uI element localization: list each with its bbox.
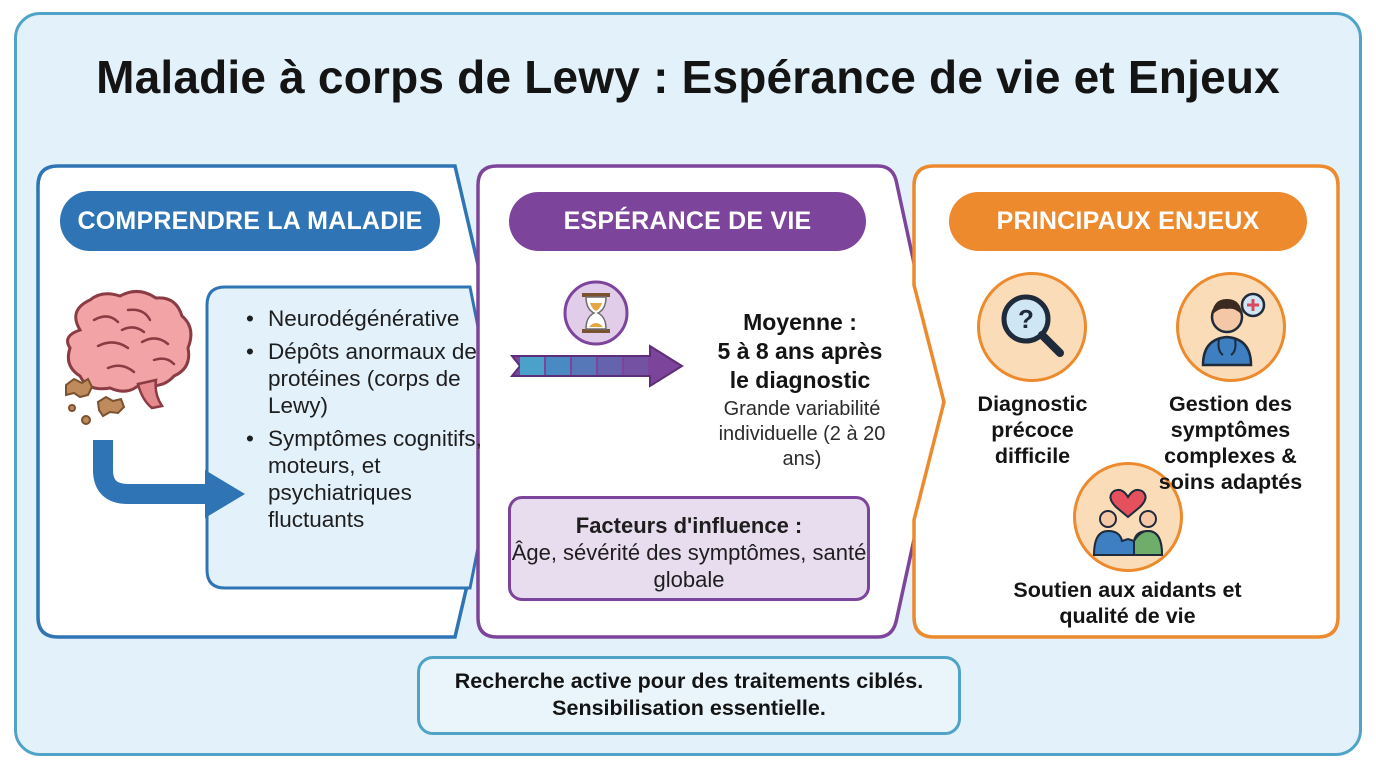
page-title: Maladie à corps de Lewy : Espérance de v…	[96, 51, 1280, 103]
caregivers-heart-icon	[1092, 488, 1164, 556]
heading-understanding: COMPRENDRE LA MALADIE	[60, 191, 440, 251]
research-callout: Recherche active pour des traitements ci…	[417, 656, 961, 735]
brain-icon	[66, 290, 193, 410]
svg-text:?: ?	[1018, 304, 1034, 334]
research-line-1: Recherche active pour des traitements ci…	[454, 669, 924, 693]
protein-deposit-icon	[65, 377, 126, 425]
bullet-item: Neurodégénérative	[246, 305, 486, 332]
variability-text: Grande variabilité individuelle (2 à 20 …	[718, 398, 886, 470]
challenge-icon-circle	[1176, 272, 1286, 382]
influence-factors-box: Facteurs d'influence : Âge, sévérité des…	[508, 496, 870, 601]
bullet-item: Symptômes cognitifs, moteurs, et psychia…	[246, 425, 486, 533]
disease-bullet-list: Neurodégénérative Dépôts anormaux de pro…	[246, 305, 486, 539]
magnifier-question-icon: ?	[1001, 294, 1064, 357]
challenge-label: Gestion des symptômes complexes & soins …	[1158, 392, 1303, 494]
heading-life-expectancy: ESPÉRANCE DE VIE	[509, 192, 866, 251]
curved-arrow-icon	[93, 440, 245, 518]
challenge-label: Soutien aux aidants et qualité de vie	[1013, 578, 1242, 628]
factors-title: Facteurs d'influence :	[575, 513, 803, 538]
heading-challenges: PRINCIPAUX ENJEUX	[949, 192, 1307, 251]
challenge-label: Diagnostic précoce difficile	[977, 392, 1088, 468]
challenge-icon-circle	[1073, 462, 1183, 572]
average-label: Moyenne :	[743, 309, 857, 335]
factors-text: Âge, sévérité des symptômes, santé globa…	[511, 540, 867, 592]
timeline-arrow-icon	[509, 344, 684, 388]
average-value: 5 à 8 ans après	[717, 338, 883, 364]
hourglass-icon	[563, 280, 629, 346]
bullet-item: Dépôts anormaux de protéines (corps de L…	[246, 338, 486, 419]
challenge-icon-circle: ?	[977, 272, 1087, 382]
average-life-expectancy: Moyenne : 5 à 8 ans après le diagnostic	[700, 308, 900, 395]
research-line-2: Sensibilisation essentielle.	[552, 696, 826, 720]
average-context: le diagnostic	[729, 367, 871, 393]
doctor-icon	[1201, 292, 1266, 367]
